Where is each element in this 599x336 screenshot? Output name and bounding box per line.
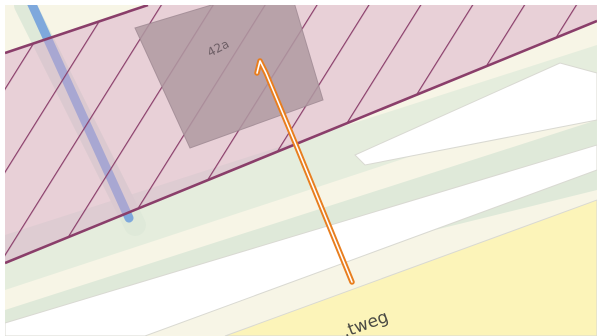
side-road[interactable] xyxy=(354,62,597,166)
building-42a[interactable] xyxy=(134,5,324,149)
green-buffer-band-upper xyxy=(5,45,597,290)
hatched-zone-pattern xyxy=(5,5,597,263)
zone-border-bottom xyxy=(5,19,597,265)
map-viewport[interactable]: 42a ...tweg xyxy=(5,5,597,336)
map-canvas[interactable]: 42a ...tweg xyxy=(5,5,597,336)
zone-border-top xyxy=(5,5,149,55)
service-road[interactable] xyxy=(5,144,597,336)
route-line[interactable] xyxy=(256,60,353,283)
main-street[interactable] xyxy=(224,199,597,336)
